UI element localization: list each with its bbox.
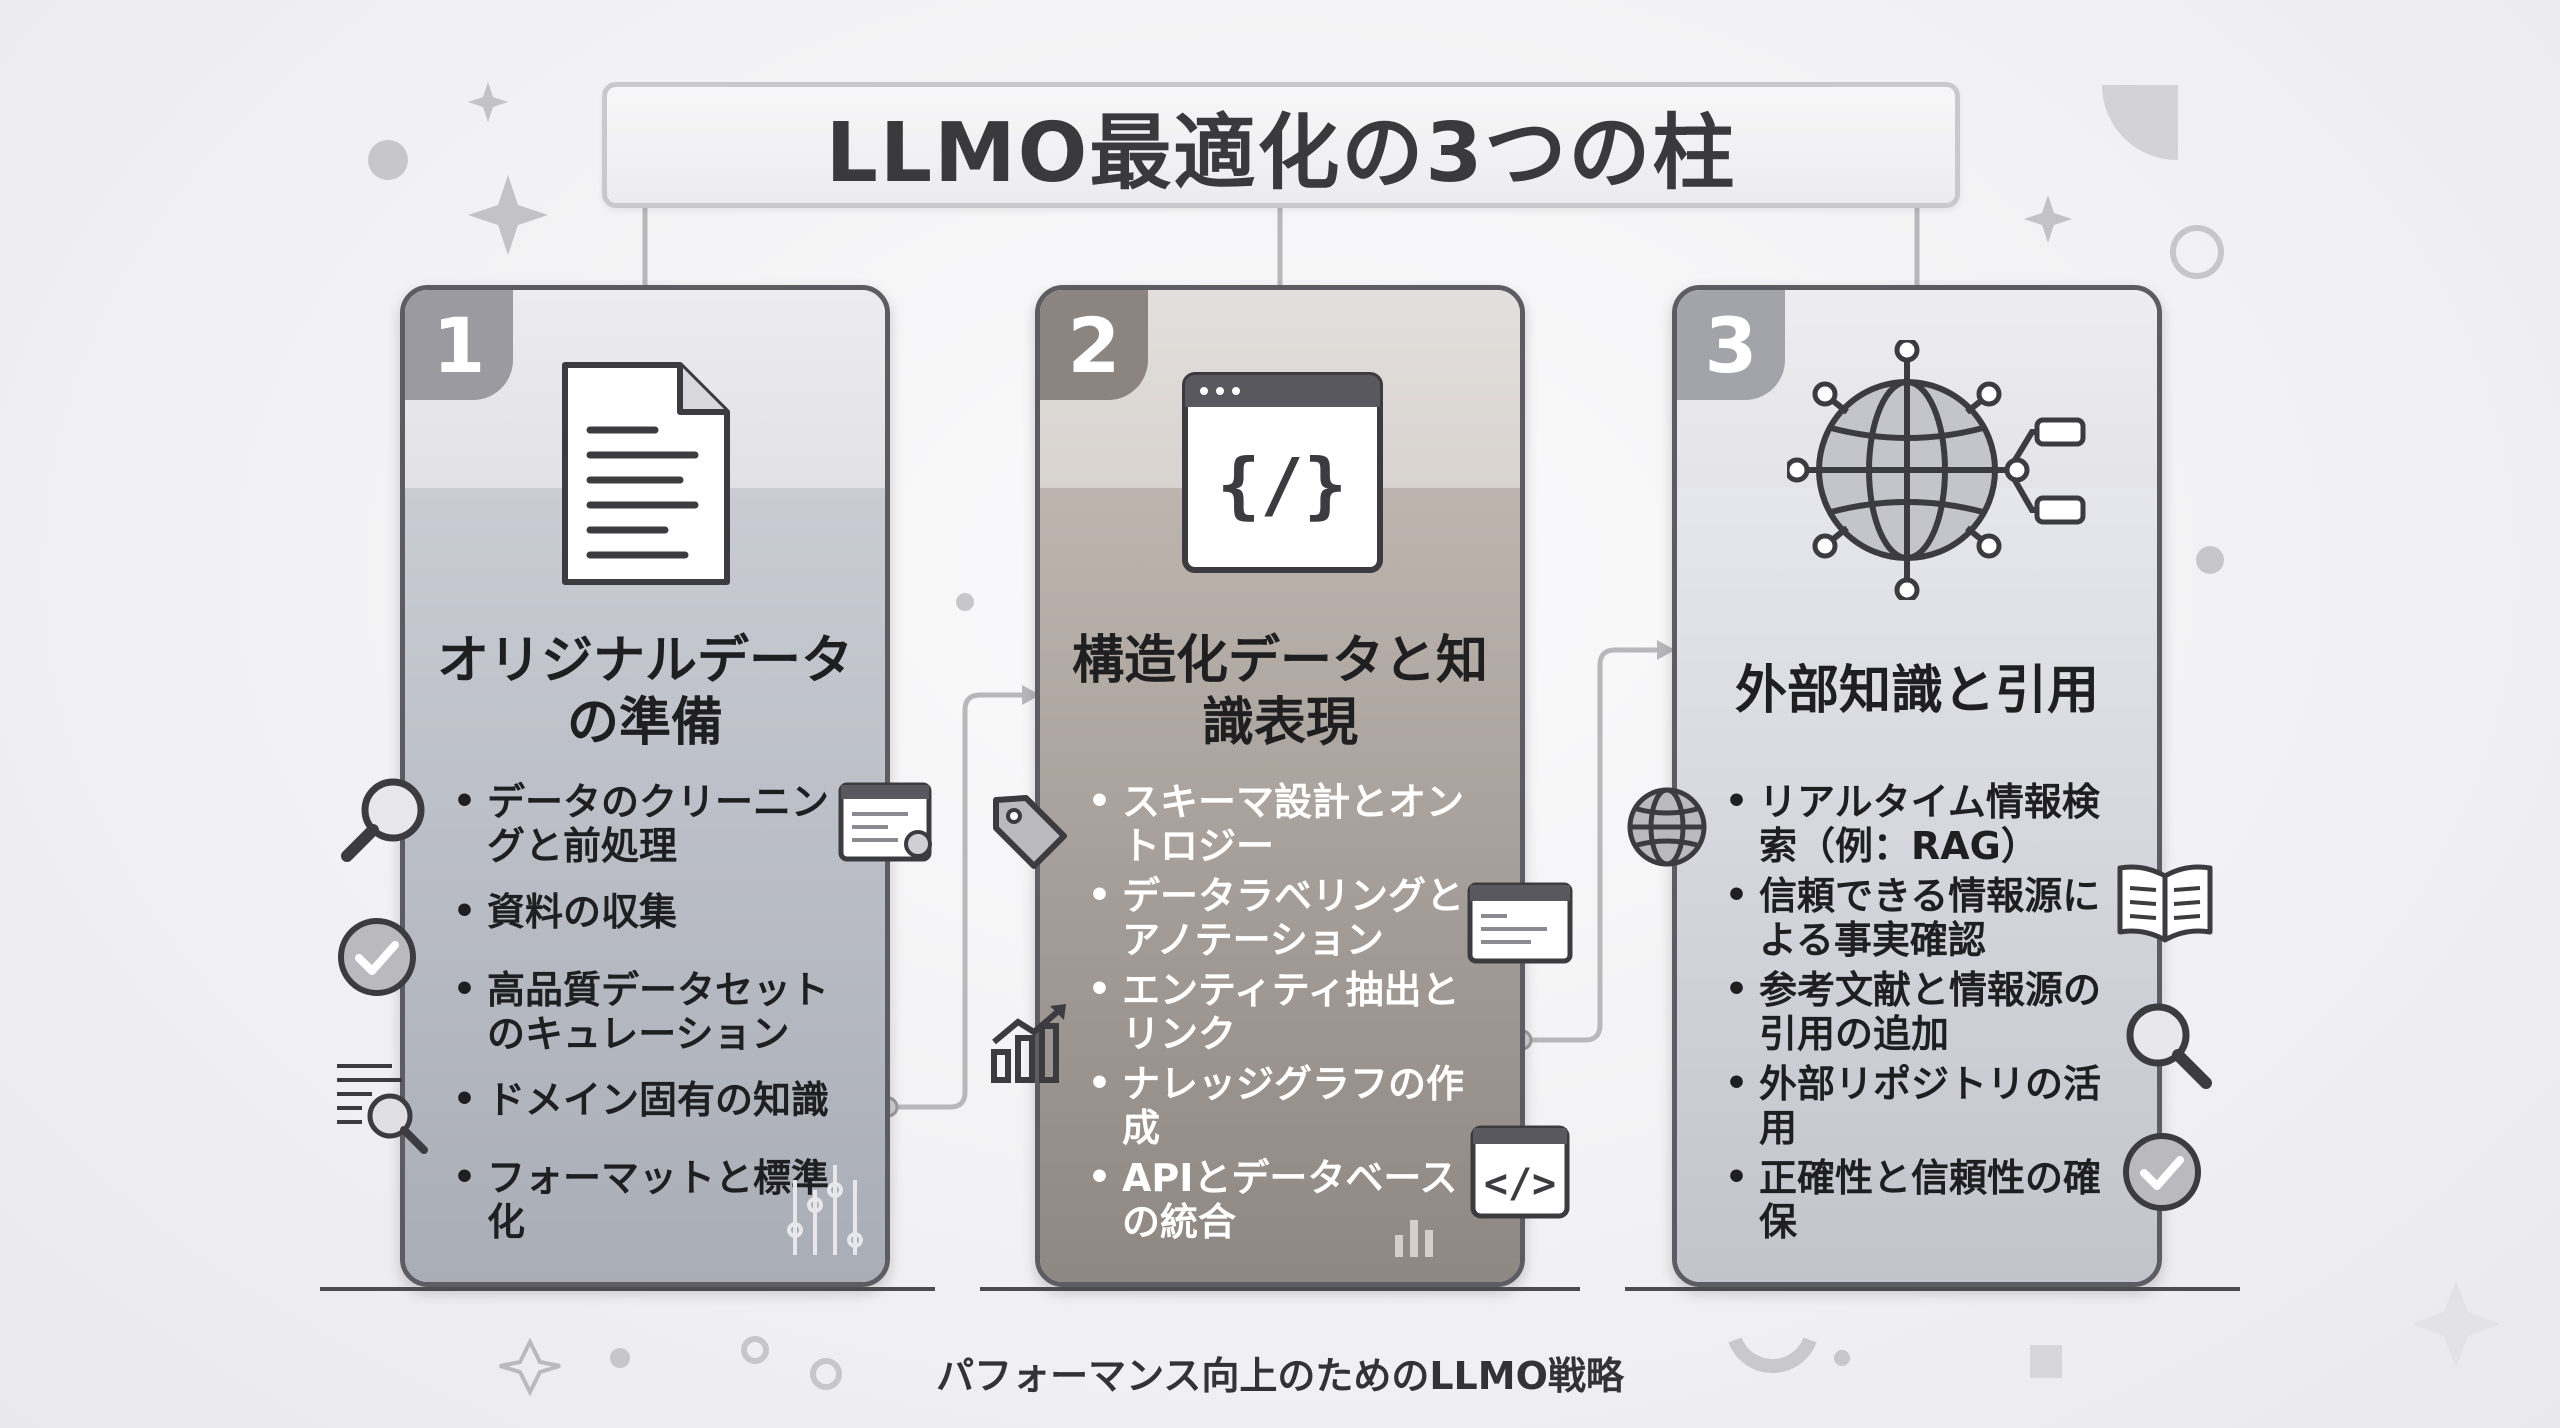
list-item: ドメイン固有の知識 xyxy=(453,1078,855,1122)
list-item: 信頼できる情報源による事実確認 xyxy=(1725,874,2127,962)
open-book-icon xyxy=(2117,864,2213,943)
list-item: 正確性と信頼性の確保 xyxy=(1725,1156,2127,1244)
svg-text:</>: </> xyxy=(1484,1161,1556,1207)
pillar-item-list: スキーマ設計とオントロジー データラベリングとアノテーション エンティティ抽出と… xyxy=(1088,780,1490,1250)
document-icon xyxy=(562,362,730,585)
list-item: データのクリーニングと前処理 xyxy=(453,780,855,868)
browser-list-icon xyxy=(1467,882,1573,964)
list-item: リアルタイム情報検索（例：RAG） xyxy=(1725,780,2127,868)
checkmark-icon xyxy=(338,918,416,996)
list-item: フォーマットと標準化 xyxy=(453,1156,855,1244)
list-item: 参考文献と情報源の引用の追加 xyxy=(1725,968,2127,1056)
bar-slider-icon xyxy=(787,1165,863,1255)
pillar-item-list: リアルタイム情報検索（例：RAG） 信頼できる情報源による事実確認 参考文献と情… xyxy=(1725,780,2127,1250)
list-item: ナレッジグラフの作成 xyxy=(1088,1062,1490,1150)
checkmark-icon xyxy=(2123,1133,2201,1211)
growth-chart-icon xyxy=(991,1004,1066,1083)
bar-chart-icon xyxy=(1395,1220,1433,1257)
list-item: 外部リポジトリの活用 xyxy=(1725,1062,2127,1150)
magnifier-icon xyxy=(341,778,425,862)
baseline-divider xyxy=(980,1287,1580,1291)
list-item: 資料の収集 xyxy=(453,890,855,934)
tag-icon xyxy=(993,795,1067,869)
pillar-card-3: 3 外部知識と引用 xyxy=(1672,285,2162,1287)
pillar-number-badge: 2 xyxy=(1040,290,1148,400)
globe-icon xyxy=(1627,787,1707,867)
pillar-title: 外部知識と引用 xyxy=(1734,661,2099,721)
pillar-number-badge: 1 xyxy=(405,290,513,400)
page-title: LLMO最適化の3つの柱 xyxy=(825,105,1737,201)
list-item: APIとデータベースの統合 xyxy=(1088,1156,1490,1244)
code-window-icon: {/} xyxy=(1182,372,1383,573)
pillar-number-badge: 3 xyxy=(1677,290,1785,400)
list-item: 高品質データセットのキュレーション xyxy=(453,968,855,1056)
list-item: データラベリングとアノテーション xyxy=(1088,874,1490,962)
magnifier-icon xyxy=(2126,1003,2212,1089)
title-box: LLMO最適化の3つの柱 xyxy=(602,82,1960,208)
database-search-icon xyxy=(337,1064,428,1154)
list-item: スキーマ設計とオントロジー xyxy=(1088,780,1490,868)
baseline-divider xyxy=(320,1287,935,1291)
pillar-title: オリジナルデータの準備 xyxy=(436,631,853,753)
browser-code-icon xyxy=(838,782,932,862)
pillar-card-2: 2 {/} 構造化データと知識表現 スキーマ設計とオントロジー データラベリング… xyxy=(1035,285,1525,1287)
pillar-item-list: データのクリーニングと前処理 資料の収集 高品質データセットのキュレーション ド… xyxy=(453,780,855,1278)
footer-caption: パフォーマンス向上のためのLLMO戦略 xyxy=(936,1354,1624,1398)
pillar-title: 構造化データと知識表現 xyxy=(1071,631,1488,753)
list-item: エンティティ抽出とリンク xyxy=(1088,968,1490,1056)
baseline-divider xyxy=(1625,1287,2240,1291)
svg-text:{/}: {/} xyxy=(1217,443,1347,527)
pillar-card-1: 1 オリジナルデータの準備 データのクリーニングと前処理 資料の収集 高品質デー… xyxy=(400,285,890,1287)
network-globe-icon xyxy=(1787,340,2086,600)
code-tag-icon: </> xyxy=(1470,1125,1570,1219)
